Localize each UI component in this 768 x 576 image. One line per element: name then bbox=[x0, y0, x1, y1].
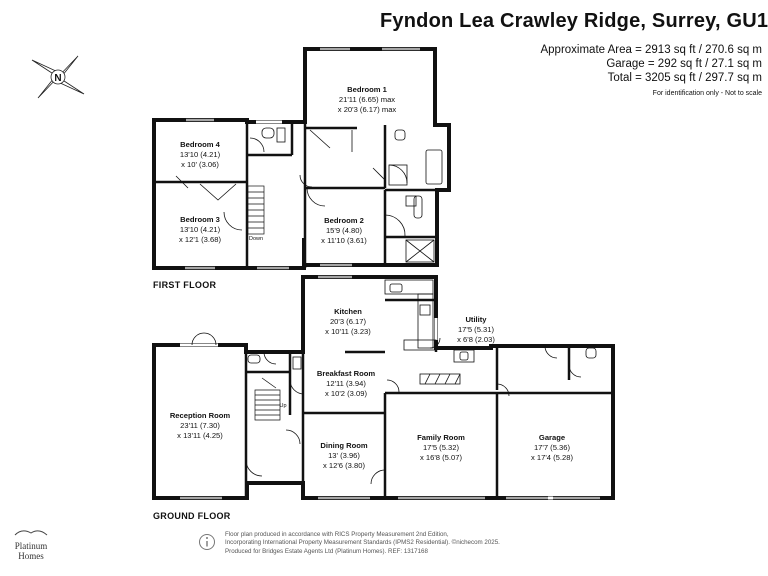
room-name-kitchen: Kitchen bbox=[334, 307, 362, 316]
room-dim2-bedroom-4: x 10' (3.06) bbox=[181, 160, 219, 169]
room-dim1-bedroom-3: 13'10 (4.21) bbox=[180, 225, 221, 234]
room-name-reception-room: Reception Room bbox=[170, 411, 231, 420]
compass-icon: N bbox=[31, 55, 85, 99]
room-dim2-family-room: x 16'8 (5.07) bbox=[420, 453, 462, 462]
logo-text-line-1: Platinum bbox=[14, 541, 48, 551]
footer-line-2: Incorporating International Property Mea… bbox=[225, 539, 500, 547]
room-dim1-kitchen: 20'3 (6.17) bbox=[330, 317, 367, 326]
room-name-bedroom-2: Bedroom 2 bbox=[324, 216, 364, 225]
garage-area: Garage = 292 sq ft / 27.1 sq m bbox=[606, 58, 762, 70]
room-dim1-reception-room: 23'11 (7.30) bbox=[180, 421, 220, 430]
room-dim2-breakfast-room: x 10'2 (3.09) bbox=[325, 389, 367, 398]
room-dim2-utility: x 6'8 (2.03) bbox=[457, 335, 495, 344]
room-dim2-garage: x 17'4 (5.28) bbox=[531, 453, 573, 462]
room-dim2-dining-room: x 12'6 (3.80) bbox=[323, 461, 365, 470]
room-dim1-family-room: 17'5 (5.32) bbox=[423, 443, 460, 452]
total-area: Total = 3205 sq ft / 297.7 sq m bbox=[607, 72, 762, 84]
stair-label-down: Down bbox=[249, 236, 263, 242]
footer-line-3: Produced for Bridges Estate Agents Ltd (… bbox=[225, 547, 428, 555]
identification-note: For identification only - Not to scale bbox=[652, 90, 762, 97]
room-dim1-dining-room: 13' (3.96) bbox=[328, 451, 360, 460]
platinum-homes-logo: Platinum Homes bbox=[6, 523, 56, 561]
room-name-bedroom-1: Bedroom 1 bbox=[347, 85, 387, 94]
room-name-garage: Garage bbox=[539, 433, 565, 442]
room-name-dining-room: Dining Room bbox=[320, 441, 367, 450]
compass-north-letter: N bbox=[54, 73, 61, 84]
room-dim2-bedroom-1: x 20'3 (6.17) max bbox=[338, 105, 397, 114]
room-dim2-bedroom-2: x 11'10 (3.61) bbox=[321, 236, 367, 245]
first-floor-plan bbox=[152, 47, 451, 270]
ground-floor-label: GROUND FLOOR bbox=[153, 511, 231, 521]
footer-line-1: Floor plan produced in accordance with R… bbox=[225, 531, 449, 538]
room-dim1-breakfast-room: 12'11 (3.94) bbox=[326, 379, 366, 388]
footer-disclaimer: Floor plan produced in accordance with R… bbox=[225, 531, 585, 556]
room-name-bedroom-3: Bedroom 3 bbox=[180, 215, 220, 224]
room-name-utility: Utility bbox=[465, 315, 487, 324]
logo-text-line-2: Homes bbox=[18, 551, 44, 561]
logo-mark-icon bbox=[14, 530, 48, 536]
info-icon bbox=[199, 534, 215, 550]
room-dim2-bedroom-3: x 12'1 (3.68) bbox=[179, 235, 221, 244]
first-floor-label: FIRST FLOOR bbox=[153, 280, 217, 290]
room-dim1-bedroom-1: 21'11 (6.65) max bbox=[339, 95, 395, 104]
room-dim1-bedroom-2: 15'9 (4.80) bbox=[326, 226, 363, 235]
room-dim1-utility: 17'5 (5.31) bbox=[458, 325, 495, 334]
room-dim2-kitchen: x 10'11 (3.23) bbox=[325, 327, 371, 336]
room-dim1-garage: 17'7 (5.36) bbox=[534, 443, 571, 452]
room-dim1-bedroom-4: 13'10 (4.21) bbox=[180, 150, 221, 159]
room-name-family-room: Family Room bbox=[417, 433, 465, 442]
property-title: Fyndon Lea Crawley Ridge, Surrey, GU15 bbox=[380, 10, 768, 32]
room-dim2-reception-room: x 13'11 (4.25) bbox=[177, 431, 223, 440]
room-name-breakfast-room: Breakfast Room bbox=[317, 369, 375, 378]
stair-label-up: Up bbox=[279, 403, 286, 409]
room-name-bedroom-4: Bedroom 4 bbox=[180, 140, 220, 149]
ground-floor-plan bbox=[152, 275, 615, 500]
approximate-area: Approximate Area = 2913 sq ft / 270.6 sq… bbox=[540, 44, 762, 56]
